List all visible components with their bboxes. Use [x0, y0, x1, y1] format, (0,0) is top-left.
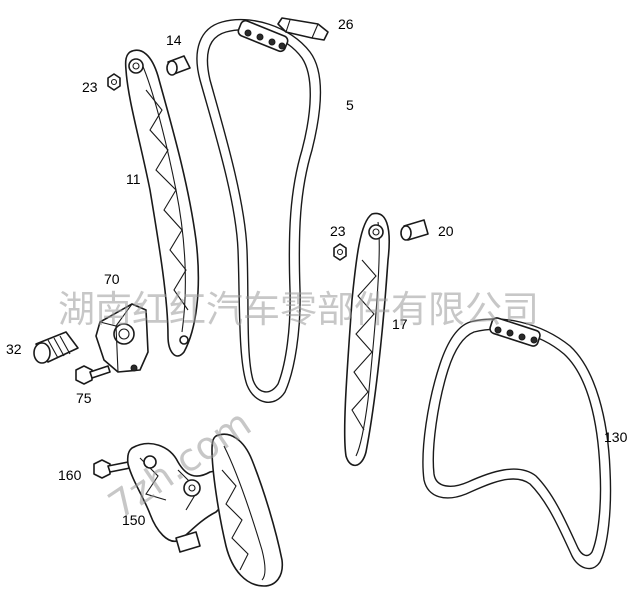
tensioner-rail-part — [124, 49, 200, 357]
chain-clip-part — [277, 17, 329, 41]
pin-part-upper — [166, 55, 191, 76]
callout-160: 160 — [58, 467, 82, 483]
nut-part-lower — [333, 243, 347, 261]
callout-20: 20 — [438, 223, 454, 239]
chain-guide-bracket-lower — [489, 317, 541, 347]
callout-23-upper: 23 — [82, 79, 98, 95]
chain-guide-bracket-upper — [237, 19, 289, 53]
callout-32: 32 — [6, 341, 22, 357]
callout-26: 26 — [338, 16, 354, 32]
callout-150: 150 — [122, 512, 146, 528]
watermark-company: 湖南红红汽车零部件有限公司 — [58, 288, 539, 331]
callout-5: 5 — [346, 97, 354, 113]
tensioner-housing-part — [95, 303, 149, 373]
callout-11: 11 — [126, 171, 141, 187]
callout-130: 130 — [604, 429, 628, 445]
callout-14: 14 — [166, 32, 182, 48]
timing-chain-lower — [422, 317, 612, 570]
lower-tensioner-assembly-part — [126, 433, 284, 587]
pin-part-lower — [400, 219, 429, 241]
callout-17: 17 — [392, 316, 408, 332]
guide-rail-part — [343, 212, 391, 467]
callout-23-lower: 23 — [330, 223, 346, 239]
callout-70: 70 — [104, 271, 120, 287]
nut-part-upper — [107, 73, 121, 91]
callout-75: 75 — [76, 390, 92, 406]
bolt-part-75 — [75, 365, 111, 385]
tensioner-plunger-part — [33, 331, 79, 364]
timing-chain-upper — [196, 18, 322, 403]
